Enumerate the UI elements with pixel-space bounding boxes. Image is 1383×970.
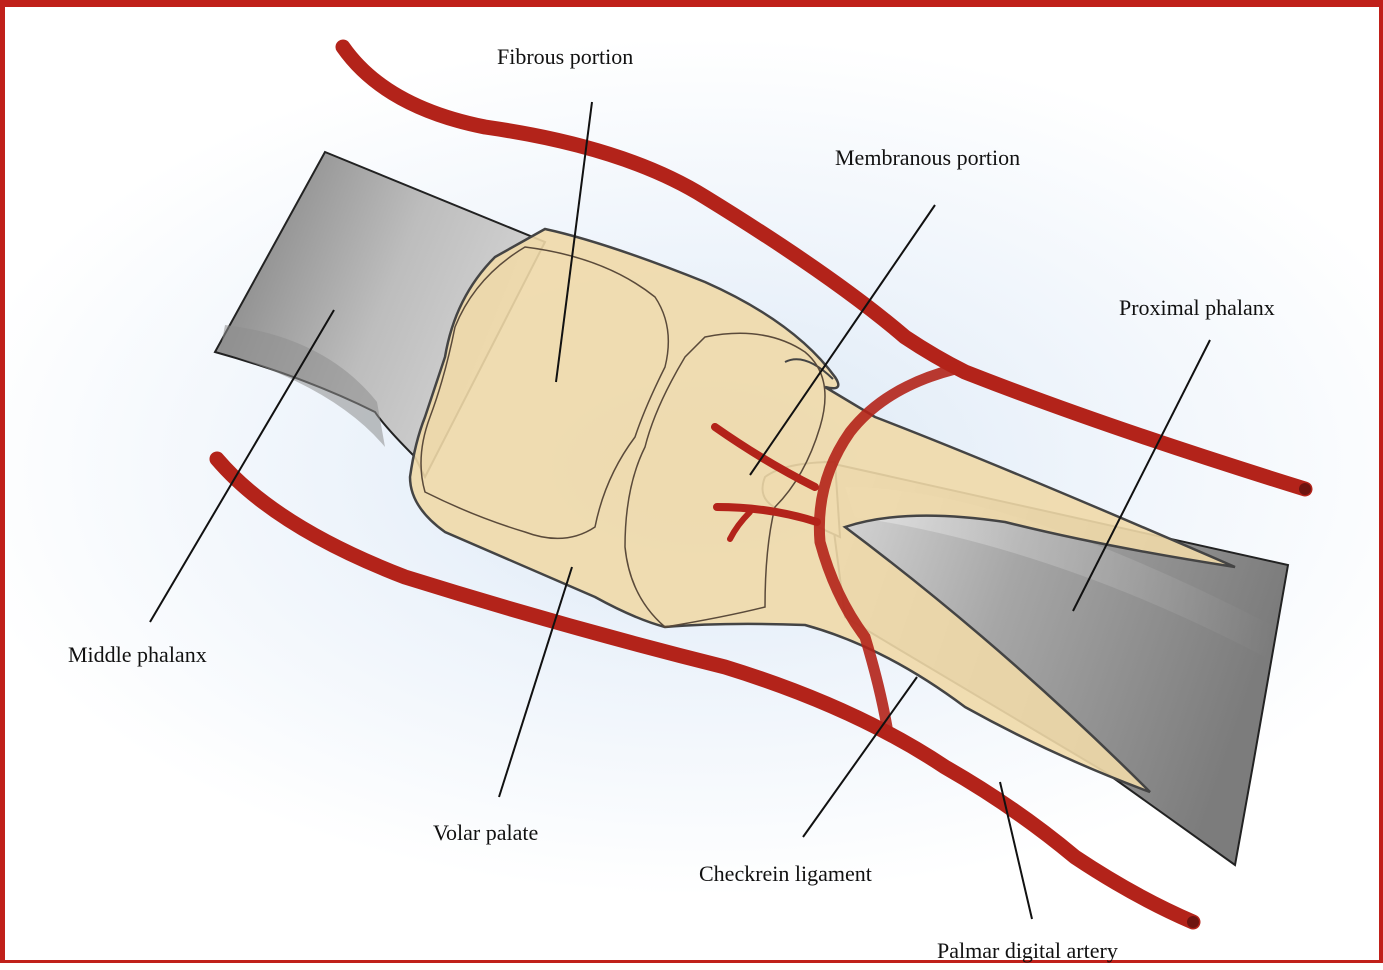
finger-joint-diagram: Fibrous portion Membranous portion Proxi…	[5, 7, 1383, 970]
label-fibrous-portion: Fibrous portion	[497, 44, 633, 69]
leader-palmar-digital-artery	[1000, 782, 1032, 919]
label-palmar-digital-artery: Palmar digital artery	[937, 938, 1118, 963]
label-middle-phalanx: Middle phalanx	[68, 642, 207, 667]
artery-end-cap-lower	[1187, 916, 1199, 928]
label-volar-palate: Volar palate	[433, 820, 538, 845]
label-membranous-portion: Membranous portion	[835, 145, 1020, 170]
artery-end-cap-upper	[1299, 483, 1311, 495]
label-proximal-phalanx: Proximal phalanx	[1119, 295, 1275, 320]
label-checkrein-ligament: Checkrein ligament	[699, 861, 872, 886]
